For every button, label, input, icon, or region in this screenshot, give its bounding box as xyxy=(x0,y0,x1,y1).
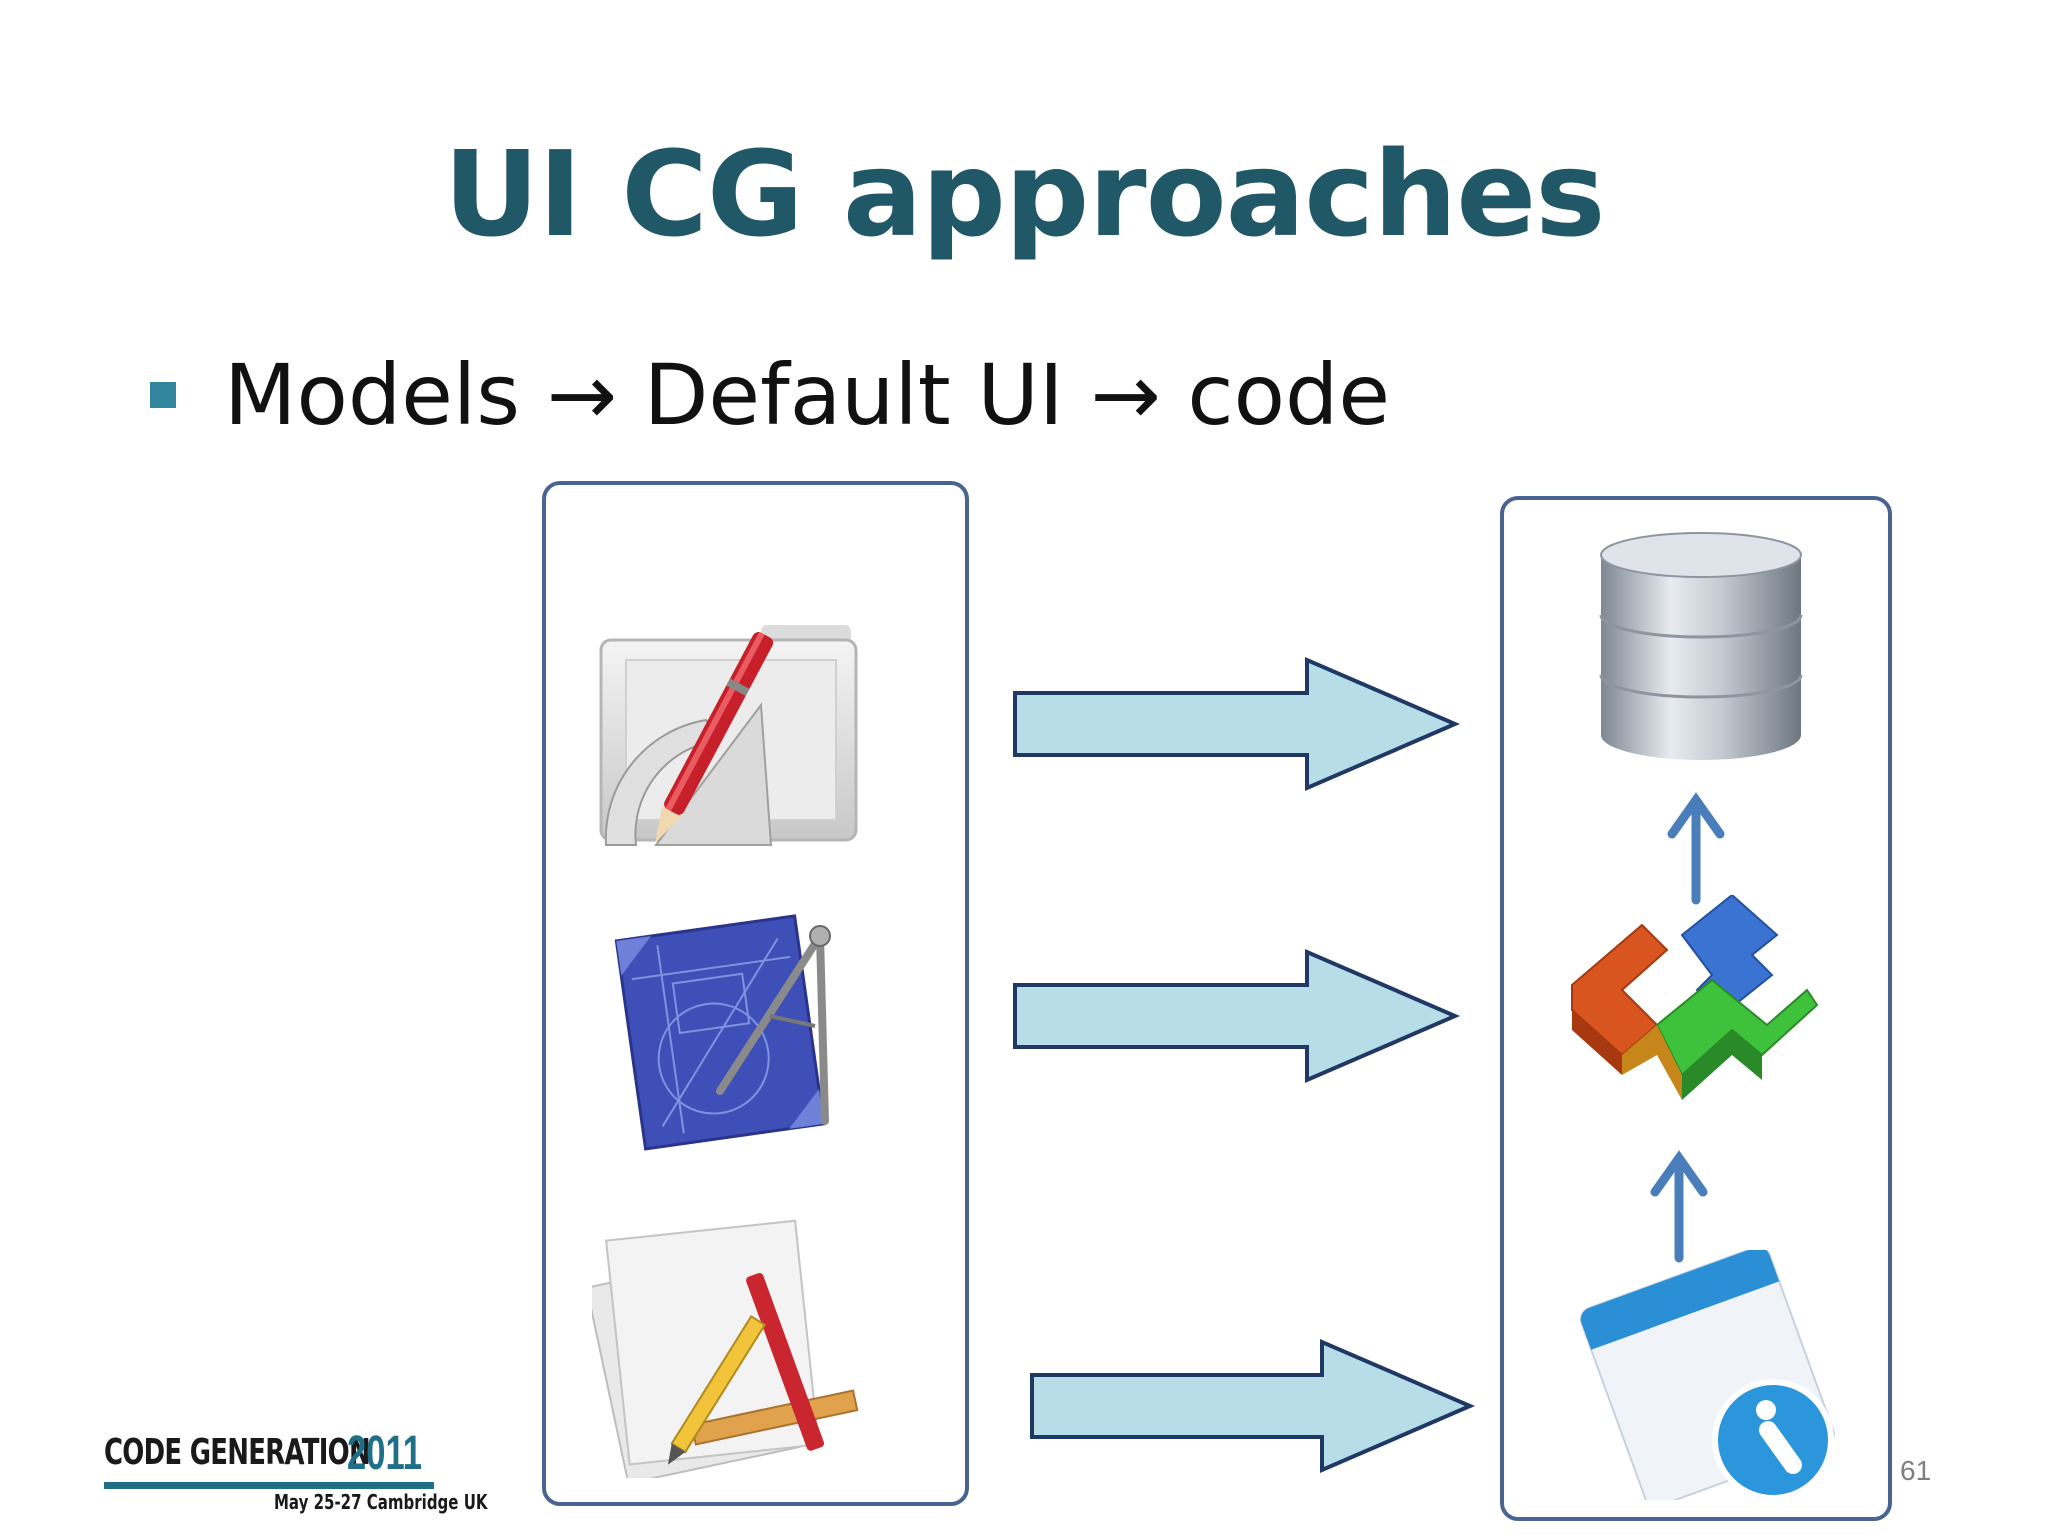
drafting-folder-icon xyxy=(599,625,858,846)
blueprint-compass-icon xyxy=(614,914,831,1151)
transform-arrow-1 xyxy=(1013,656,1461,792)
logo-underline xyxy=(104,1482,434,1489)
app-builder-document-icon xyxy=(592,1219,859,1478)
transform-arrow-3 xyxy=(1030,1338,1476,1474)
small-arrow-up-2 xyxy=(1650,1150,1708,1263)
info-window-icon xyxy=(1579,1250,1835,1500)
logo-subtitle: May 25-27 Cambridge UK xyxy=(274,1490,488,1514)
logo-name: CODE GENERATION xyxy=(104,1432,371,1473)
database-icon xyxy=(1599,532,1803,760)
bullet-item: Models → Default UI → code xyxy=(150,345,1390,445)
conference-logo: CODE GENERATION 2011 May 25-27 Cambridge… xyxy=(104,1427,488,1524)
bullet-text: Models → Default UI → code xyxy=(224,346,1390,444)
slide-title: UI CG approaches xyxy=(443,125,1605,263)
small-arrow-up-1 xyxy=(1667,792,1725,905)
puzzle-blocks-icon xyxy=(1571,895,1819,1100)
page-number: 61 xyxy=(1900,1455,1932,1486)
logo-year: 2011 xyxy=(347,1427,422,1480)
transform-arrow-2 xyxy=(1013,948,1461,1084)
bullet-marker xyxy=(150,382,176,408)
